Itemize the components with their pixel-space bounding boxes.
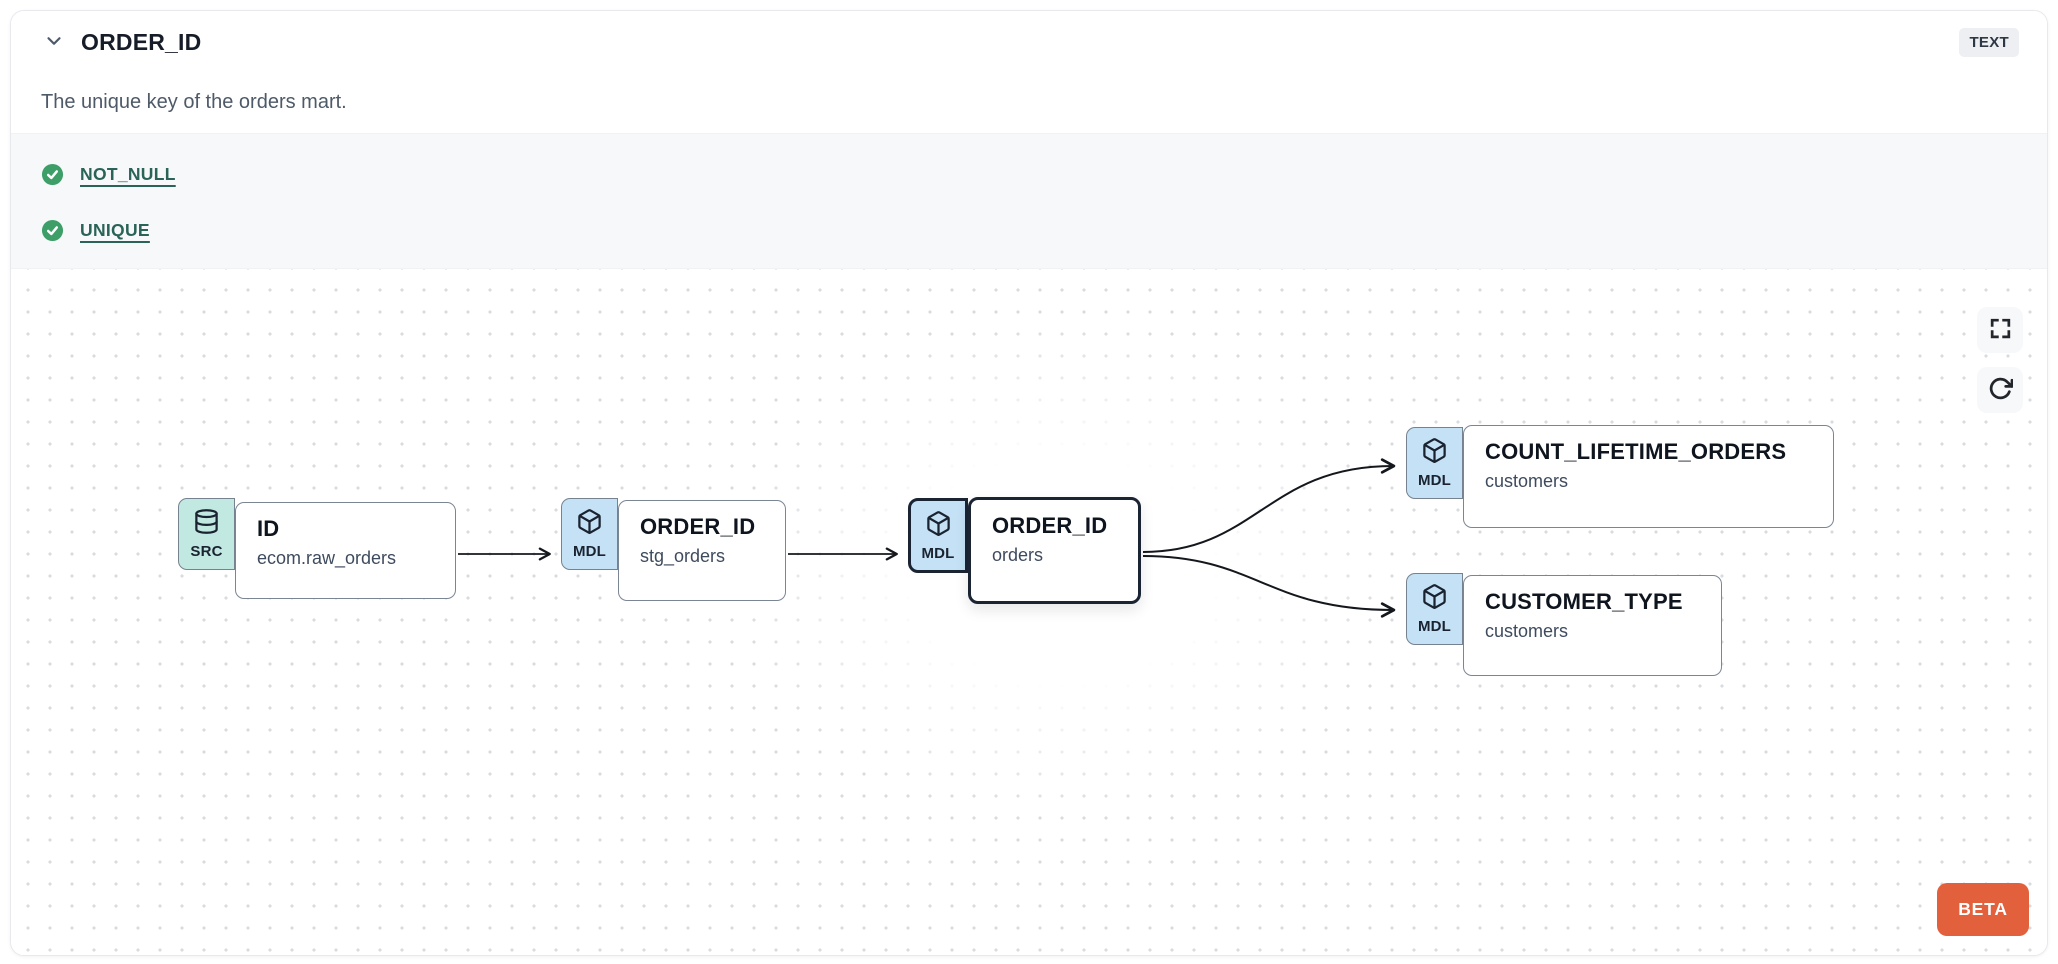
database-icon	[193, 508, 220, 540]
test-row: NOT_NULL	[41, 159, 2017, 189]
cube-icon	[576, 508, 603, 540]
node-badge: MDL	[908, 498, 968, 573]
lineage-edges	[458, 458, 1396, 618]
beta-badge[interactable]: BETA	[1937, 883, 2029, 936]
cube-icon	[925, 510, 952, 542]
test-link-unique[interactable]: UNIQUE	[80, 219, 150, 240]
node-title: COUNT_LIFETIME_ORDERS	[1485, 439, 1787, 464]
node-badge-label: MDL	[1417, 618, 1452, 635]
refresh-icon	[1988, 376, 2013, 404]
node-badge-label: MDL	[572, 543, 607, 560]
node-badge: MDL	[561, 498, 618, 570]
node-subtitle: customers	[1485, 471, 1569, 491]
canvas-controls	[1977, 307, 2023, 413]
node-badge-label: SRC	[190, 543, 223, 560]
node-title: ID	[257, 516, 280, 541]
collapse-button[interactable]	[41, 29, 67, 55]
node-badge-label: MDL	[921, 544, 955, 562]
chevron-down-icon	[43, 30, 65, 55]
node-title: CUSTOMER_TYPE	[1485, 589, 1683, 614]
node-subtitle: stg_orders	[640, 546, 726, 566]
node-subtitle: orders	[992, 545, 1044, 565]
fullscreen-button[interactable]	[1977, 307, 2023, 353]
node-badge: SRC	[178, 498, 235, 570]
column-detail-panel: ORDER_ID TEXT The unique key of the orde…	[10, 10, 2048, 956]
node-badge: MDL	[1406, 427, 1463, 499]
check-passed-icon	[41, 163, 64, 186]
check-passed-icon	[41, 219, 64, 242]
node-title: ORDER_ID	[640, 514, 756, 539]
node-title: ORDER_ID	[992, 513, 1108, 538]
fullscreen-icon	[1988, 316, 2013, 344]
cube-icon	[1421, 437, 1448, 469]
lineage-canvas[interactable]: SRC ID ecom.raw_orders MDL ORDER_ID stg_…	[11, 269, 2047, 955]
cube-icon	[1421, 583, 1448, 615]
test-link-not-null[interactable]: NOT_NULL	[80, 163, 176, 184]
column-title: ORDER_ID	[81, 28, 202, 55]
node-badge: MDL	[1406, 573, 1463, 645]
test-row: UNIQUE	[41, 215, 2017, 245]
column-description: The unique key of the orders mart.	[41, 91, 347, 113]
column-type-badge: TEXT	[1959, 27, 2019, 57]
node-badge-label: MDL	[1417, 472, 1452, 489]
node-subtitle: customers	[1485, 621, 1569, 641]
node-subtitle: ecom.raw_orders	[257, 548, 397, 568]
panel-header: ORDER_ID TEXT The unique key of the orde…	[11, 11, 2047, 133]
refresh-button[interactable]	[1977, 367, 2023, 413]
tests-section: NOT_NULL UNIQUE	[11, 133, 2047, 269]
